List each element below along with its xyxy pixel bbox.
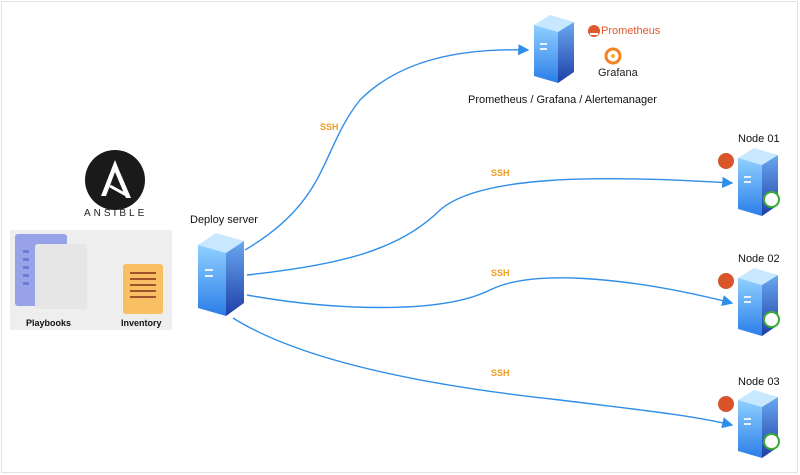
playbooks-icon [15,234,87,309]
link-node-03 [232,317,734,429]
node-01-prometheus-icon [718,153,734,169]
playbooks-label: Playbooks [26,318,72,328]
monitor-server-icon [534,15,574,83]
ssh-label-node-03: SSH [491,368,510,378]
ssh-label-node-01: SSH [491,168,510,178]
node-01-check-icon [763,191,780,208]
prometheus-logo-icon [588,25,600,37]
ansible-files-panel: Playbooks Inventory [10,230,172,330]
node-03-label: Node 03 [738,376,780,388]
node-03-check-icon [763,433,780,450]
ssh-label-node-02: SSH [491,268,510,278]
node-02-label: Node 02 [738,253,780,265]
ansible-wordmark: ANSIBLE [84,208,148,219]
deploy-server-label: Deploy server [190,214,258,226]
grafana-icon [604,47,622,65]
node-01-label: Node 01 [738,133,780,145]
node-02-prometheus-icon [718,273,734,289]
link-node-01 [246,176,734,276]
node-03-prometheus-icon [718,396,734,412]
link-node-02 [246,277,734,309]
ansible-logo-icon [85,150,145,210]
prometheus-text: Prometheus [601,25,661,37]
monitor-server-label: Prometheus / Grafana / Alertemanager [468,94,657,106]
inventory-label: Inventory [121,318,162,328]
deploy-server-icon [198,233,244,316]
node-02-check-icon [763,311,780,328]
link-monitor [244,44,530,251]
inventory-icon [123,264,163,314]
grafana-text: Grafana [598,67,638,79]
ssh-label-monitor: SSH [320,122,339,132]
